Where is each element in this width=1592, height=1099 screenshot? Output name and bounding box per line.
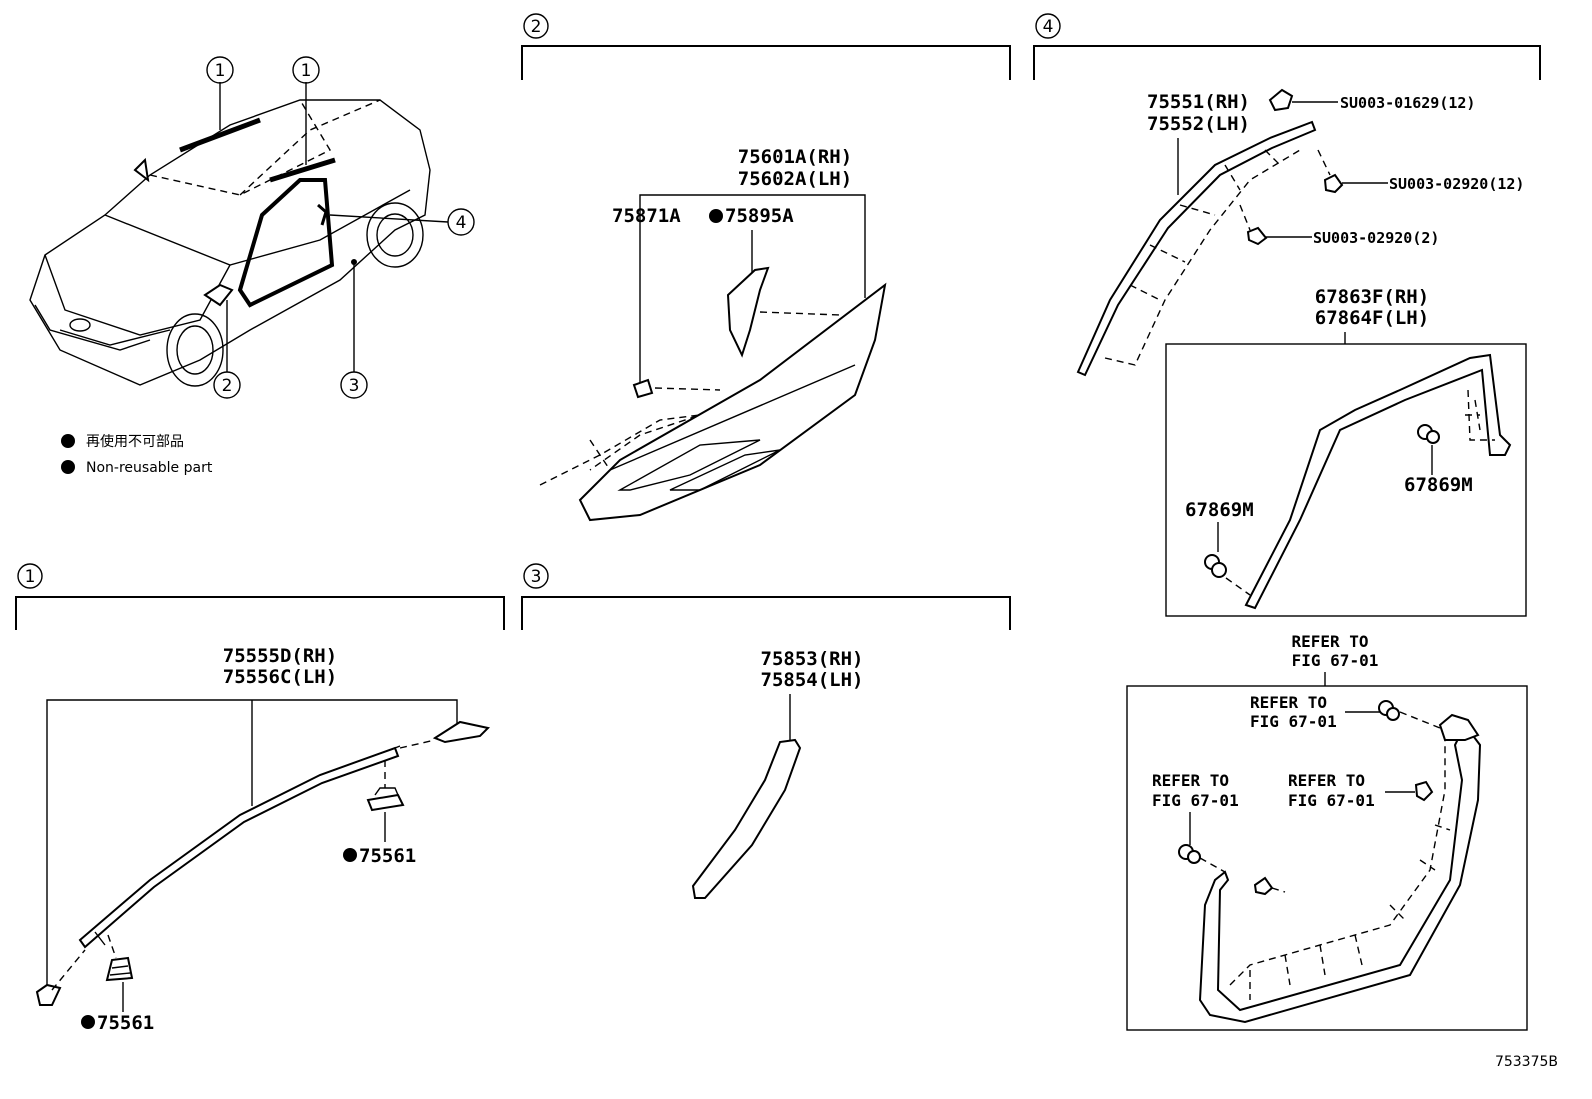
non-reusable-bullet-icon bbox=[709, 209, 723, 223]
refer-b-line2: FIG 67-01 bbox=[1152, 791, 1239, 810]
section-2-header: 2 bbox=[521, 13, 1011, 80]
part-75853-label: 75853(RH) bbox=[761, 648, 864, 670]
car-overview-illustration bbox=[29, 99, 431, 387]
part-75895A-label: 75895A bbox=[725, 205, 794, 227]
part-SU003-02920-12-label: SU003-02920(12) bbox=[1389, 175, 1524, 193]
refer-b-group: REFER TO FIG 67-01 bbox=[1152, 771, 1239, 873]
callout-1a: 1 bbox=[206, 56, 234, 130]
screw-SU003-02920-2-icon: SU003-02920(2) bbox=[1239, 204, 1439, 247]
part-75854-label: 75854(LH) bbox=[761, 669, 864, 691]
clip-icon bbox=[1414, 780, 1434, 802]
legend: 再使用不可部品 Non-reusable part bbox=[61, 433, 213, 476]
figure-id: 753375B bbox=[1495, 1054, 1558, 1070]
refer-c-line2: FIG 67-01 bbox=[1288, 791, 1375, 810]
refer-a-line2: FIG 67-01 bbox=[1250, 712, 1337, 731]
part-67869M-right-label: 67869M bbox=[1404, 474, 1473, 496]
legend-bullet-icon bbox=[61, 434, 75, 448]
clip-SU003-01629-icon: SU003-01629(12) bbox=[1268, 88, 1475, 112]
callout-4-label: 4 bbox=[456, 213, 467, 233]
section-2-label: 2 bbox=[531, 17, 542, 37]
callout-1b: 1 bbox=[292, 56, 320, 165]
clip-75561-right-icon: 75561 bbox=[343, 760, 416, 867]
part-67863F-label: 67863F(RH) bbox=[1315, 286, 1429, 308]
refer-a-group: REFER TO FIG 67-01 bbox=[1250, 693, 1441, 731]
part-75551-label: 75551(RH) bbox=[1147, 91, 1250, 113]
clip-icon bbox=[1253, 876, 1274, 896]
refer-c-group: REFER TO FIG 67-01 bbox=[1288, 771, 1434, 810]
section-2-drawing: 75601A(RH) 75602A(LH) 75871A 75895A bbox=[539, 146, 887, 522]
legend-en: Non-reusable part bbox=[86, 460, 213, 476]
non-reusable-bullet-icon bbox=[343, 848, 357, 862]
part-75601A-label: 75601A(RH) bbox=[738, 146, 852, 168]
callout-1a-label: 1 bbox=[215, 61, 226, 81]
section-3-drawing: 75853(RH) 75854(LH) bbox=[691, 648, 864, 899]
callout-3-label: 3 bbox=[349, 376, 360, 396]
clip-icon bbox=[1187, 850, 1201, 864]
section-3-header: 3 bbox=[521, 563, 1011, 630]
part-75552-label: 75552(LH) bbox=[1147, 113, 1250, 135]
refer-b-line1: REFER TO bbox=[1152, 771, 1229, 790]
section-3-label: 3 bbox=[531, 567, 542, 587]
screw-SU003-02920-12-icon: SU003-02920(12) bbox=[1317, 149, 1524, 194]
part-67864F-label: 67864F(LH) bbox=[1315, 307, 1429, 329]
clip-67869M-left-icon: 67869M bbox=[1185, 499, 1254, 578]
callout-3: 3 bbox=[340, 262, 368, 399]
section-1-label: 1 bbox=[25, 567, 36, 587]
section-1-drawing: 75555D(RH) 75556C(LH) 75561 75561 bbox=[35, 645, 491, 1034]
refer-c-line1: REFER TO bbox=[1288, 771, 1365, 790]
section-4-drawing: 75551(RH) 75552(LH) SU003-01629(12) SU00… bbox=[1076, 88, 1528, 1031]
legend-jp: 再使用不可部品 bbox=[86, 433, 184, 450]
callout-2: 2 bbox=[213, 300, 241, 399]
legend-bullet-icon bbox=[61, 460, 75, 474]
callout-1b-label: 1 bbox=[301, 61, 312, 81]
section-4-label: 4 bbox=[1043, 17, 1054, 37]
non-reusable-bullet-icon bbox=[81, 1015, 95, 1029]
clip-75561-left-icon: 75561 bbox=[81, 934, 154, 1034]
refer-top-line2: FIG 67-01 bbox=[1292, 651, 1379, 670]
callout-2-label: 2 bbox=[222, 376, 233, 396]
part-SU003-01629-label: SU003-01629(12) bbox=[1340, 94, 1475, 112]
section-1-header: 1 bbox=[15, 563, 505, 630]
refer-top-line1: REFER TO bbox=[1291, 632, 1368, 651]
part-75602A-label: 75602A(LH) bbox=[738, 168, 852, 190]
clip-67869M-right-icon: 67869M bbox=[1404, 424, 1473, 496]
part-67869M-left-label: 67869M bbox=[1185, 499, 1254, 521]
part-SU003-02920-2-label: SU003-02920(2) bbox=[1313, 229, 1439, 247]
section-4-header: 4 bbox=[1033, 13, 1541, 80]
part-75561-left-label: 75561 bbox=[97, 1012, 154, 1034]
part-75555D-label: 75555D(RH) bbox=[223, 645, 337, 667]
part-75871A-label: 75871A bbox=[612, 205, 681, 227]
callout-4: 4 bbox=[329, 208, 475, 236]
part-75556C-label: 75556C(LH) bbox=[223, 666, 337, 688]
part-75561-right-label: 75561 bbox=[359, 845, 416, 867]
refer-a-line1: REFER TO bbox=[1250, 693, 1327, 712]
clip-icon bbox=[1386, 707, 1400, 721]
